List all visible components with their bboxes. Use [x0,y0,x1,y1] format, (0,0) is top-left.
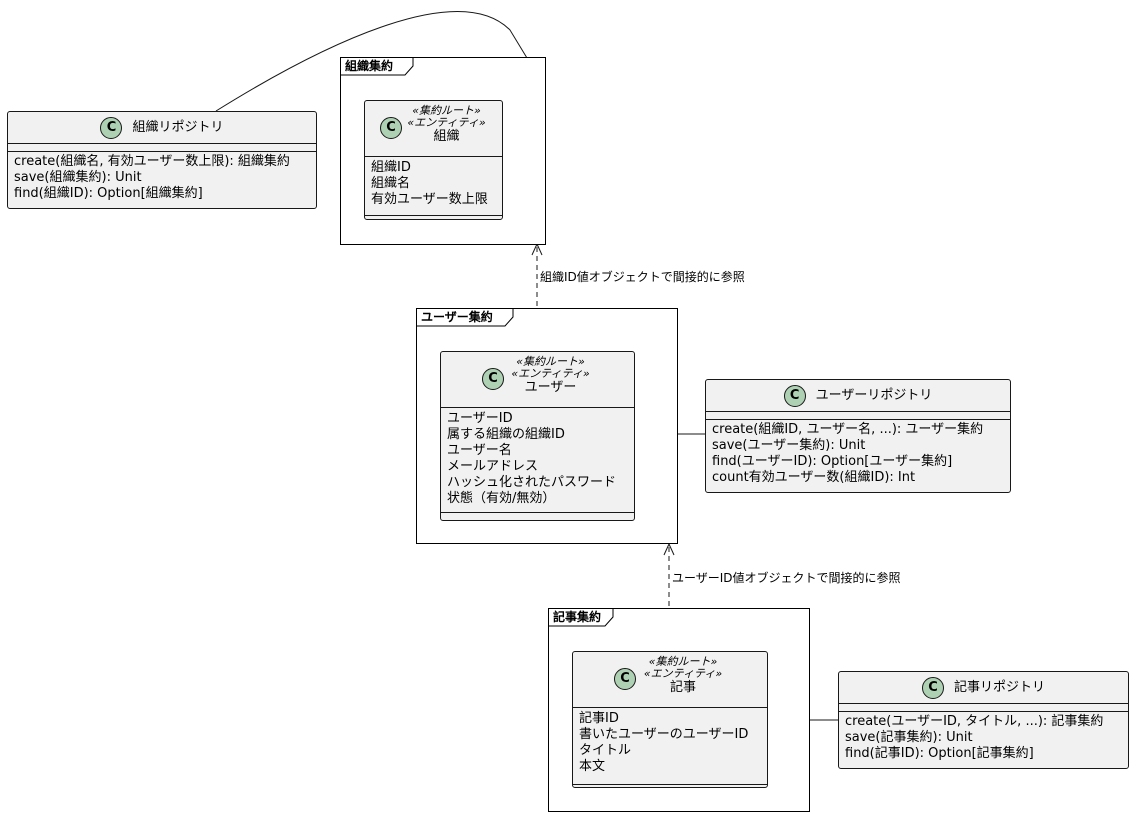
method: find(組織ID): Option[組織集約] [14,186,203,201]
method: create(組織ID, ユーザー名, ...): ユーザー集約 [712,422,984,437]
method: save(記事集約): Unit [845,730,973,745]
repository-article: C 記事リポジトリ create(ユーザーID, タイトル, ...): 記事集… [838,671,1129,769]
entity-org-fields: 組織ID 組織名 有効ユーザー数上限 [365,157,502,212]
class-icon: C [100,117,123,139]
repository-user-methods: create(組織ID, ユーザー名, ...): ユーザー集約 save(ユー… [706,420,1010,490]
repository-org-header: C 組織リポジトリ [8,112,316,143]
field: メールアドレス [447,459,539,474]
org-repo-association [215,11,528,112]
field: 有効ユーザー数上限 [371,192,488,207]
repository-user: C ユーザーリポジトリ create(組織ID, ユーザー名, ...): ユー… [705,379,1011,493]
method: create(組織名, 有効ユーザー数上限): 組織集約 [14,154,290,169]
field: 本文 [579,759,606,774]
class-icon: C [380,117,402,139]
entity-article-header: C «集約ルート» «エンティティ» 記事 [573,652,767,707]
repository-org-methods: create(組織名, 有効ユーザー数上限): 組織集約 save(組織集約):… [8,152,316,206]
stereotype-entity: «エンティティ» [511,367,590,380]
repository-article-header: C 記事リポジトリ [839,672,1128,703]
entity-name: 記事 [669,680,696,695]
method: save(組織集約): Unit [14,170,142,185]
field: ユーザー名 [447,443,512,458]
field: 記事ID [579,711,619,726]
field: 書いたユーザーのユーザーID [579,727,749,742]
method: count有効ユーザー数(組織ID): Int [712,470,916,485]
stereotype-entity: «エンティティ» [407,116,486,129]
entity-article: C «集約ルート» «エンティティ» 記事 記事ID 書いたユーザーのユーザーI… [572,651,768,788]
class-icon: C [783,385,806,407]
package-org-tab-border [341,58,414,76]
entity-name: 組織 [433,129,460,144]
article-to-user-arrowhead [663,542,675,556]
class-icon: C [482,368,504,390]
relation-label-article-to-user: ユーザーID値オブジェクトで間接的に参照 [672,571,901,585]
class-icon: C [614,668,636,690]
repository-article-methods: create(ユーザーID, タイトル, ...): 記事集約 save(記事集… [839,712,1128,766]
field: ハッシュ化されたパスワード [447,475,617,490]
relation-label-user-to-org: 組織ID値オブジェクトで間接的に参照 [540,270,745,284]
repository-user-header: C ユーザーリポジトリ [706,380,1010,411]
field: 組織名 [371,176,411,191]
entity-name: ユーザー [524,380,577,395]
repository-name: 組織リポジトリ [132,120,224,135]
method: create(ユーザーID, タイトル, ...): 記事集約 [845,714,1104,729]
stereotype-aggregate-root: «集約ルート» [648,655,718,668]
entity-user: C «集約ルート» «エンティティ» ユーザー ユーザーID 属する組織の組織I… [440,351,635,521]
method: find(ユーザーID): Option[ユーザー集約] [712,454,953,469]
entity-article-fields: 記事ID 書いたユーザーのユーザーID タイトル 本文 [573,708,767,779]
package-user-title: ユーザー集約 [417,309,497,326]
class-icon: C [921,677,944,699]
entity-user-header: C «集約ルート» «エンティティ» ユーザー [441,352,634,407]
field: 状態（有効/無効） [447,491,556,506]
package-org-title: 組織集約 [341,58,398,75]
package-article-title: 記事集約 [549,609,606,626]
package-article-tab-border [549,609,614,627]
package-user-tab-border [417,309,514,327]
repository-name: ユーザーリポジトリ [815,388,933,403]
stereotype-entity: «エンティティ» [643,667,723,680]
stereotype-aggregate-root: «集約ルート» [516,355,585,368]
method: find(記事ID): Option[記事集約] [845,746,1034,761]
field: 属する組織の組織ID [447,427,565,442]
entity-org: C «集約ルート» «エンティティ» 組織 組織ID 組織名 有効ユーザー数上限 [364,100,503,220]
field: 組織ID [371,160,411,175]
field: タイトル [579,743,632,758]
field: ユーザーID [447,411,513,426]
stereotype-aggregate-root: «集約ルート» [412,104,481,117]
entity-org-header: C «集約ルート» «エンティティ» 組織 [365,101,502,156]
repository-name: 記事リポジトリ [953,680,1045,695]
repository-org: C 組織リポジトリ create(組織名, 有効ユーザー数上限): 組織集約 s… [7,111,317,209]
entity-user-fields: ユーザーID 属する組織の組織ID ユーザー名 メールアドレス ハッシュ化された… [441,408,634,511]
method: save(ユーザー集約): Unit [712,438,866,453]
